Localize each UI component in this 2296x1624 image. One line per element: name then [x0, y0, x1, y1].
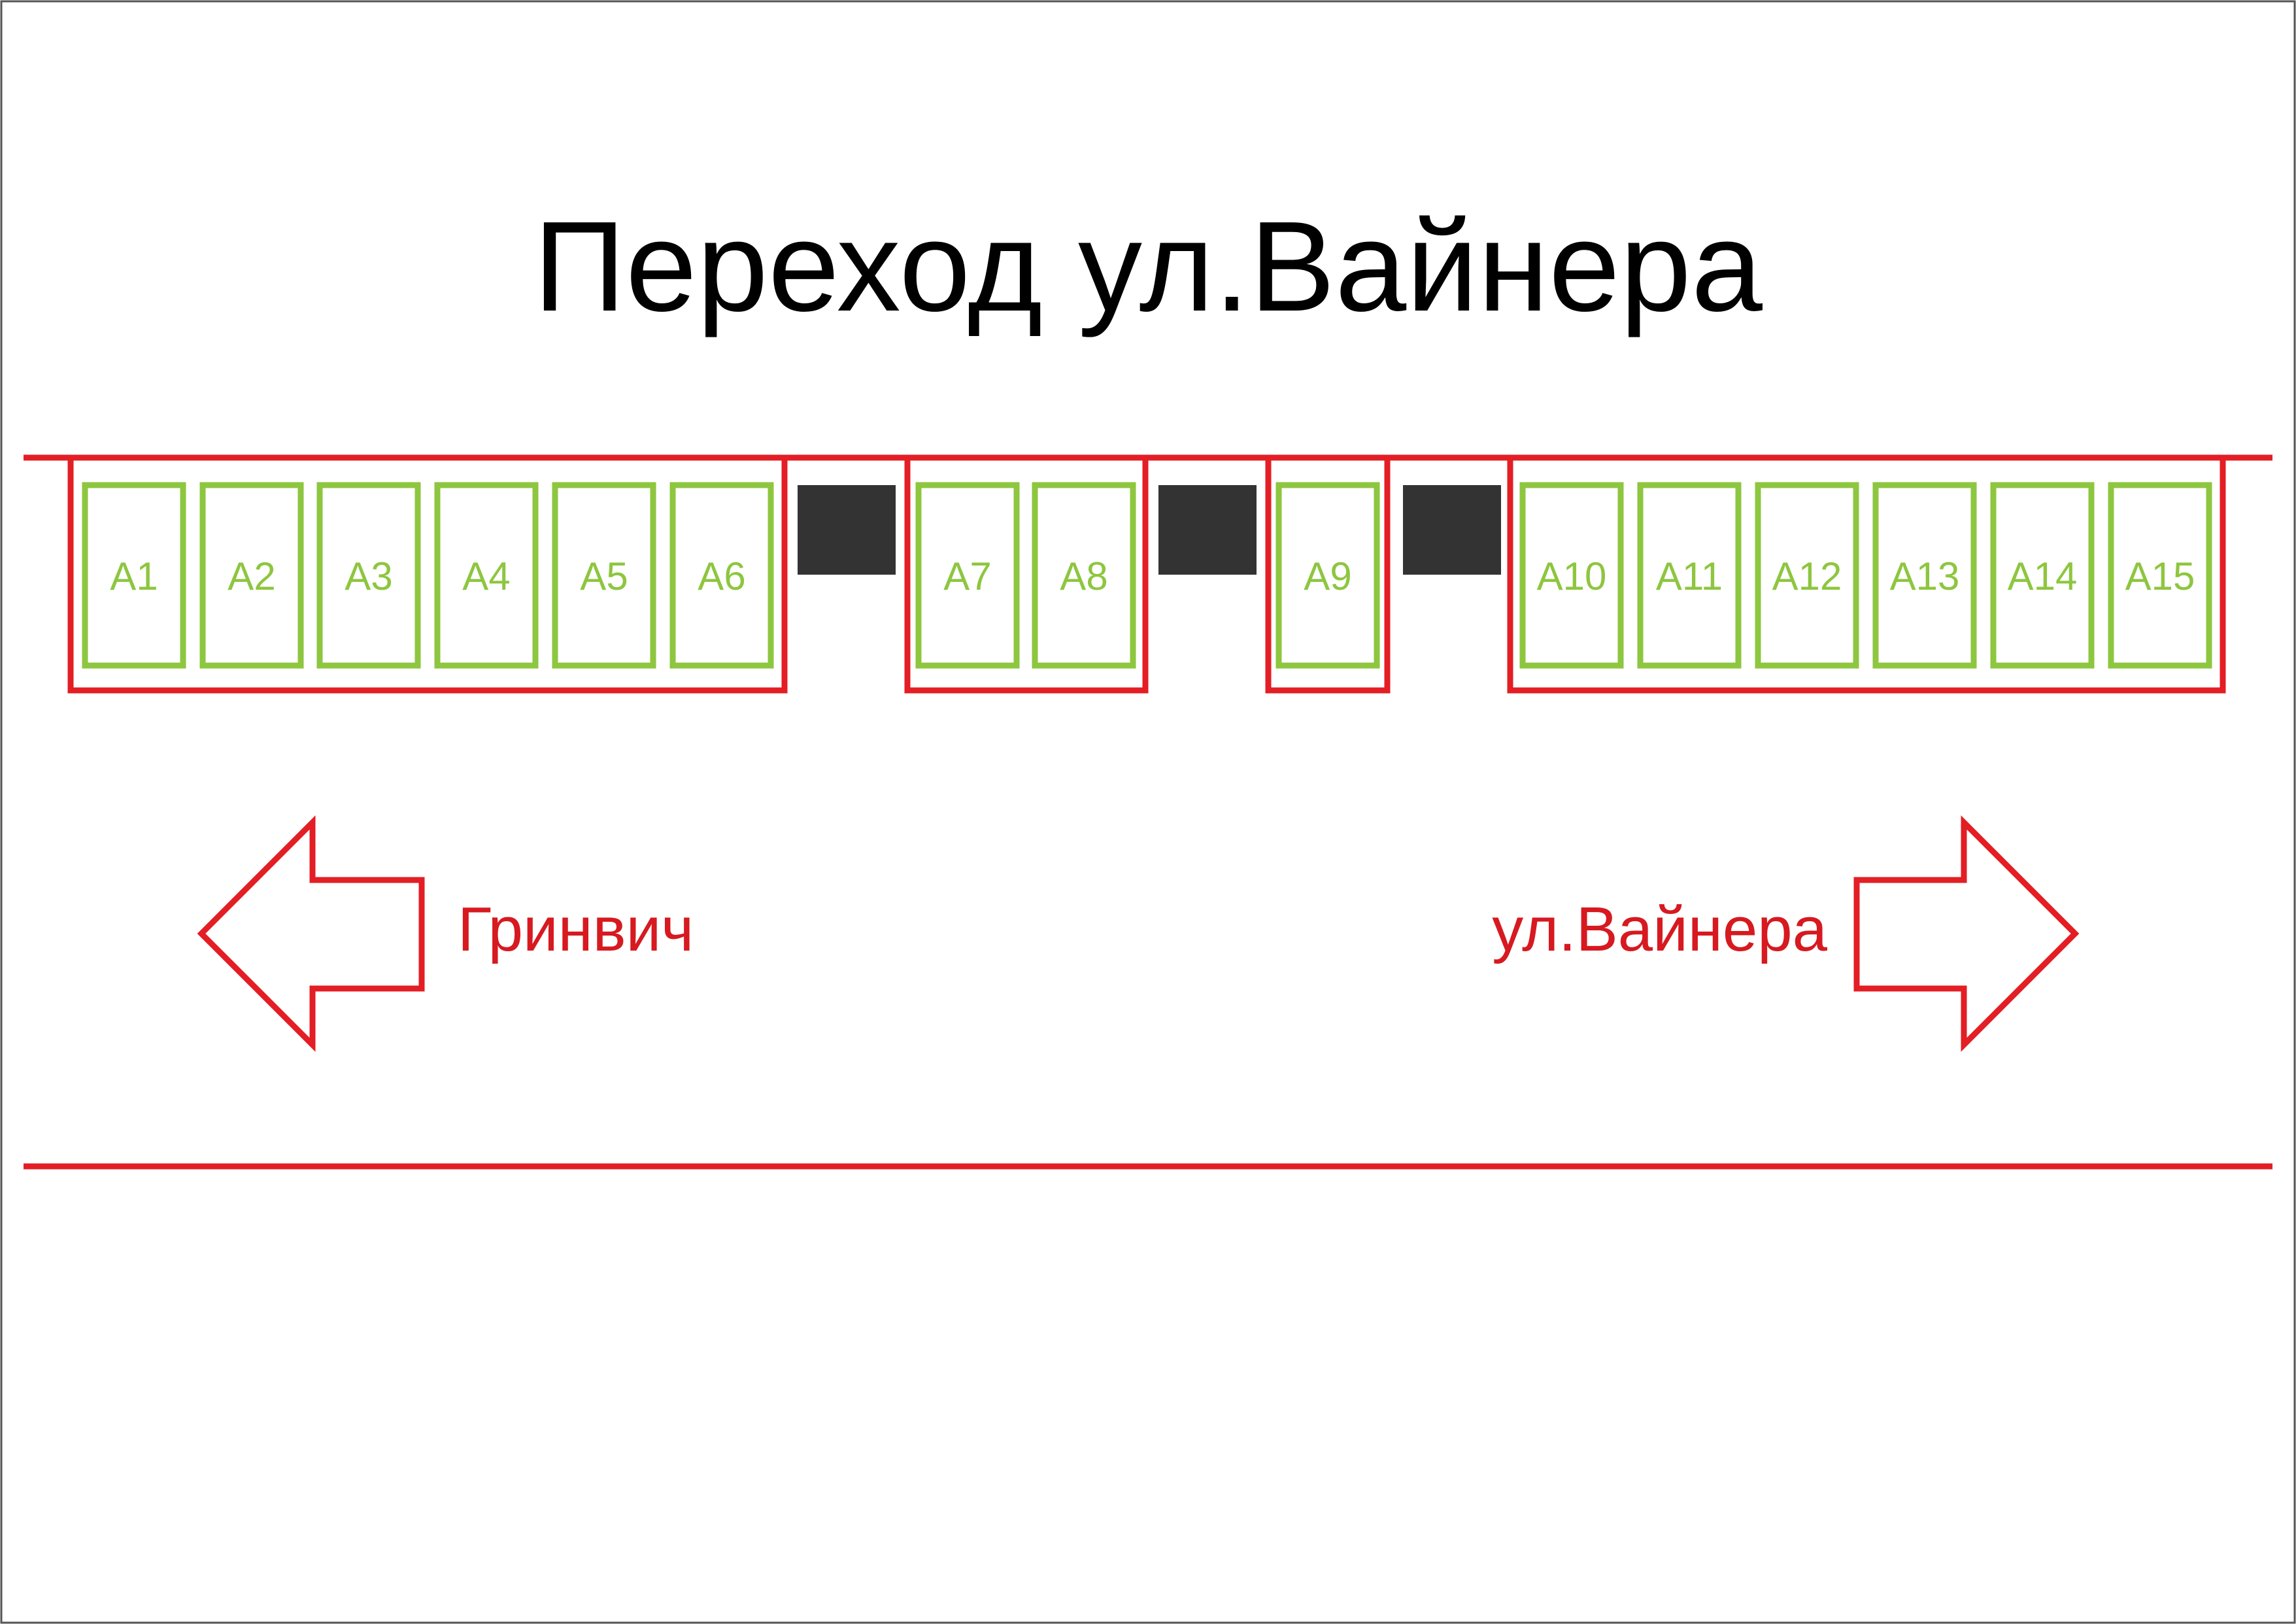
kiosk-slot: A3	[316, 482, 421, 669]
kiosk-slot-label: A3	[345, 554, 392, 598]
kiosk-slot-label: A2	[228, 554, 275, 598]
kiosk-slot: A1	[82, 482, 186, 669]
kiosk-slot-box	[2108, 482, 2212, 669]
kiosk-group-frames	[67, 458, 2226, 694]
kiosk-slot: A10	[1519, 482, 1624, 669]
kiosk-group-frame	[1265, 458, 1391, 694]
kiosk-slot-label: A14	[2008, 554, 2078, 598]
pillar	[1403, 485, 1501, 575]
kiosk-group-frame	[67, 458, 788, 694]
kiosk-slot: A6	[669, 482, 774, 669]
kiosk-slot-box	[552, 482, 656, 669]
kiosk-slot: A9	[1275, 482, 1380, 669]
kiosk-slot-label: A8	[1060, 554, 1107, 598]
kiosk-slot-label: A12	[1772, 554, 1842, 598]
kiosk-slot-box	[434, 482, 539, 669]
arrow-right-icon	[1853, 815, 2080, 1052]
kiosk-slot-label: A11	[1656, 554, 1723, 598]
kiosk-slot: A8	[1032, 482, 1136, 669]
kiosk-slot-box	[1519, 482, 1624, 669]
kiosk-slot: A5	[552, 482, 656, 669]
kiosk-slot-box	[669, 482, 774, 669]
kiosk-slot-box	[1872, 482, 1977, 669]
kiosk-slot-label: A10	[1537, 554, 1607, 598]
kiosk-slot: A4	[434, 482, 539, 669]
kiosk-group-frame	[904, 458, 1149, 694]
kiosk-slot-label: A6	[698, 554, 745, 598]
kiosk-slot-box	[199, 482, 304, 669]
page-title: Переход ул.Вайнера	[533, 195, 1763, 338]
kiosk-slot-box	[82, 482, 186, 669]
kiosk-slot-box	[316, 482, 421, 669]
kiosk-slot-label: A13	[1890, 554, 1960, 598]
kiosk-slot-box	[1990, 482, 2095, 669]
kiosk-slot: A14	[1990, 482, 2095, 669]
kiosk-slot-label: A7	[943, 554, 991, 598]
kiosk-slot: A12	[1755, 482, 1859, 669]
arrow-left-icon	[197, 815, 425, 1052]
kiosk-slot: A2	[199, 482, 304, 669]
kiosk-slot-label: A5	[580, 554, 628, 598]
kiosk-slots: A1 A2 A3 A4 A5 A6 A7 A8 A9 A10 A11 A12 A13 A14 A15	[82, 482, 2212, 669]
kiosk-slot: A15	[2108, 482, 2212, 669]
kiosk-slot-box	[915, 482, 1020, 669]
kiosk-slot-box	[1275, 482, 1380, 669]
kiosk-slot-box	[1637, 482, 1742, 669]
kiosk-slot-box	[1032, 482, 1136, 669]
pillar	[1158, 485, 1257, 575]
kiosk-slot-box	[1755, 482, 1859, 669]
kiosk-slot-label: A15	[2125, 554, 2195, 598]
kiosk-slot: A11	[1637, 482, 1742, 669]
kiosk-group-frame	[1507, 458, 2226, 694]
kiosk-slot-label: A1	[110, 554, 158, 598]
direction-left-label: Гринвич	[458, 894, 694, 964]
kiosk-slot-label: A9	[1304, 554, 1351, 598]
pillar	[798, 485, 896, 575]
kiosk-slot-label: A4	[462, 554, 510, 598]
kiosk-slot: A13	[1872, 482, 1977, 669]
kiosk-slot: A7	[915, 482, 1020, 669]
direction-right-label: ул.Вайнера	[1492, 894, 1827, 964]
